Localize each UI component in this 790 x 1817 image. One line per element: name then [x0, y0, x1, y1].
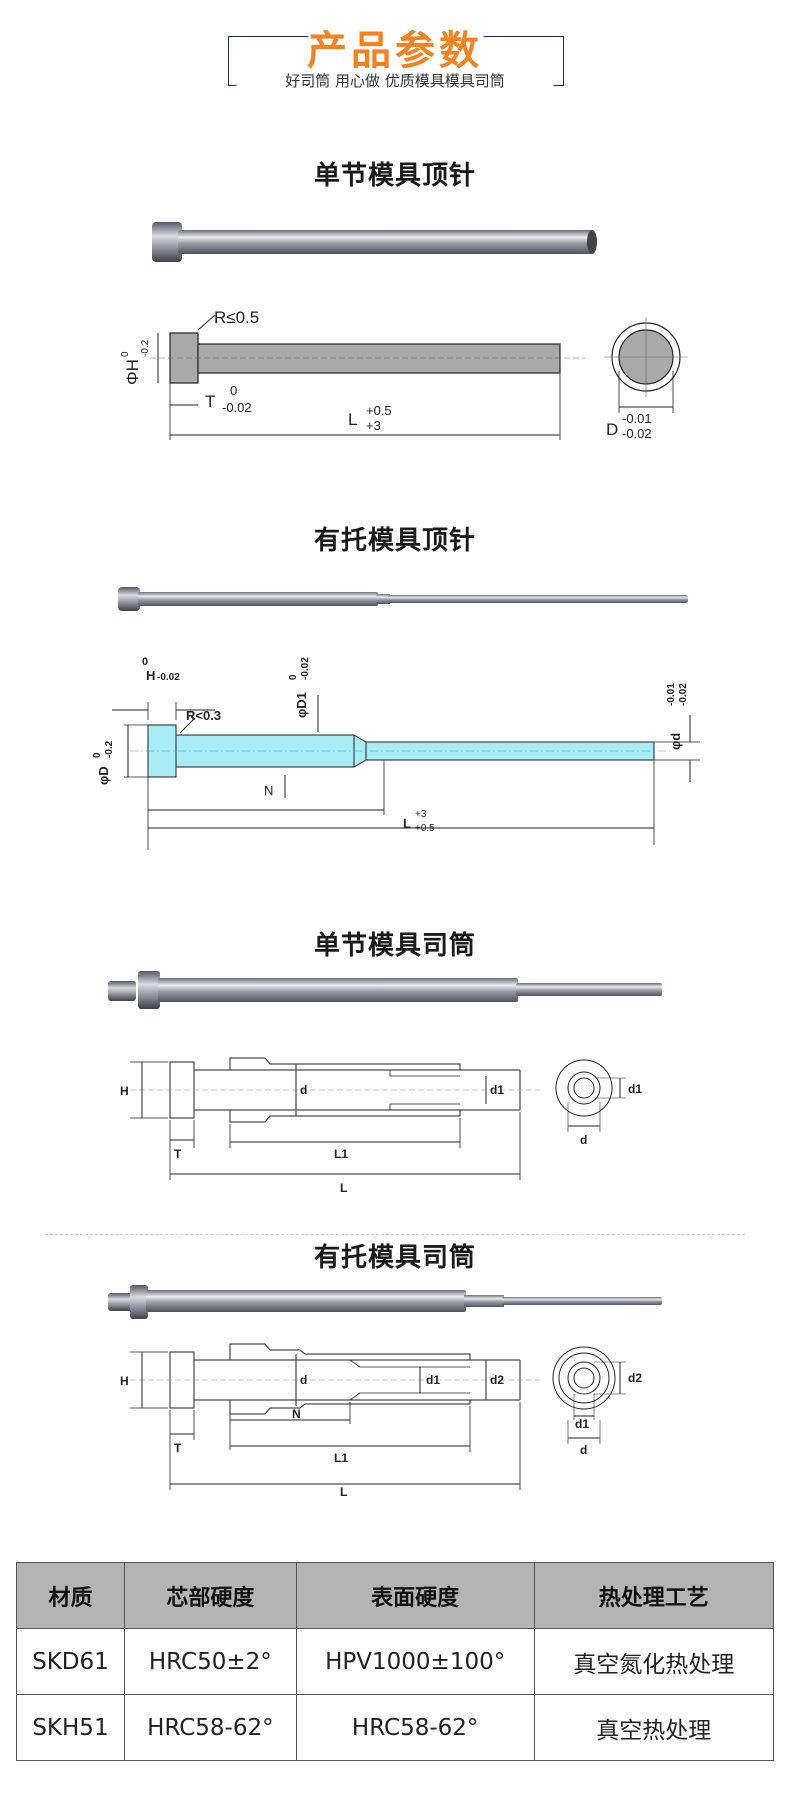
svg-text:φd: φd: [668, 733, 683, 750]
table-row: SKH51 HRC58-62° HRC58-62° 真空热处理: [16, 1694, 775, 1761]
single-ejector-pin-photo: [152, 222, 597, 262]
section-title-single-ejector-pin: 单节模具顶针: [313, 161, 476, 191]
stepped-sleeve-photo: [108, 1285, 662, 1319]
svg-text:N: N: [264, 783, 273, 798]
svg-text:H: H: [120, 1084, 129, 1098]
svg-text:0: 0: [288, 674, 299, 680]
svg-text:φD: φD: [96, 766, 111, 785]
svg-text:-0.01: -0.01: [666, 683, 677, 706]
svg-text:+0.5: +0.5: [415, 823, 435, 834]
svg-text:-0.02: -0.02: [157, 672, 180, 683]
svg-text:ΦH: ΦH: [123, 359, 142, 385]
svg-text:L: L: [340, 1181, 347, 1195]
svg-text:-0.02: -0.02: [622, 426, 652, 441]
header-subtitle: 好司筒 用心做 优质模具模具司筒: [285, 72, 505, 90]
svg-text:-0.02: -0.02: [222, 400, 252, 415]
svg-text:-0.2: -0.2: [104, 740, 115, 758]
svg-text:-0.01: -0.01: [622, 411, 652, 426]
svg-text:R<0.3: R<0.3: [186, 708, 221, 723]
page-header: 产品参数 好司筒 用心做 优质模具模具司筒: [0, 0, 790, 110]
svg-text:+3: +3: [415, 809, 427, 820]
svg-text:d: d: [580, 1443, 587, 1457]
svg-text:0: 0: [92, 752, 103, 758]
svg-text:L: L: [340, 1485, 347, 1499]
table-cell: HPV1000±100°: [295, 1628, 535, 1695]
svg-text:0: 0: [230, 383, 237, 398]
table-cell: 真空氮化热处理: [533, 1628, 775, 1695]
svg-text:0: 0: [142, 656, 148, 668]
material-spec-table: 材质 芯部硬度 表面硬度 热处理工艺 SKD61 HRC50±2° HPV100…: [16, 1562, 775, 1761]
table-header-core-hardness: 芯部硬度: [123, 1562, 297, 1629]
svg-text:-0.2: -0.2: [140, 339, 151, 357]
svg-text:d: d: [580, 1133, 587, 1147]
svg-text:d1: d1: [426, 1373, 440, 1387]
single-sleeve-drawing: H d d1 T L1 L d1 d: [120, 1057, 642, 1195]
single-sleeve-photo: [108, 971, 662, 1009]
table-cell: HRC50±2°: [123, 1628, 297, 1695]
stepped-ejector-pin-drawing: 0 H -0.02 R<0.3 φD1 0 -0.02 φD 0 -0.2 N …: [92, 656, 700, 850]
svg-text:T: T: [205, 392, 215, 411]
table-cell: SKD61: [16, 1628, 125, 1695]
table-header-row: 材质 芯部硬度 表面硬度 热处理工艺: [16, 1562, 775, 1629]
svg-text:d1: d1: [490, 1083, 504, 1097]
table-row: SKD61 HRC50±2° HPV1000±100° 真空氮化热处理: [16, 1628, 775, 1695]
section-title-stepped-ejector-pin: 有托模具顶针: [313, 526, 476, 556]
svg-text:D: D: [606, 420, 618, 439]
svg-text:-0.02: -0.02: [678, 683, 689, 706]
section-divider: [45, 1234, 745, 1235]
svg-text:T: T: [174, 1147, 182, 1161]
svg-text:L1: L1: [334, 1147, 348, 1161]
table-header-heat-treatment: 热处理工艺: [533, 1562, 775, 1629]
svg-text:d2: d2: [490, 1373, 504, 1387]
svg-text:N: N: [292, 1407, 301, 1421]
single-ejector-pin-drawing: R≤0.5 ΦH 0 -0.2 T 0 -0.02 L +0.5 +3 D -0…: [120, 308, 688, 441]
svg-text:H: H: [146, 668, 155, 683]
svg-text:+3: +3: [366, 418, 381, 433]
table-cell: 真空热处理: [533, 1694, 775, 1761]
stepped-ejector-pin-photo: [118, 587, 688, 611]
header-title: 产品参数: [307, 28, 483, 74]
section-title-single-sleeve: 单节模具司筒: [313, 931, 476, 961]
svg-text:L1: L1: [334, 1451, 348, 1465]
table-cell: HRC58-62°: [295, 1694, 535, 1761]
table-cell: SKH51: [16, 1694, 125, 1761]
svg-text:φD1: φD1: [294, 692, 309, 718]
svg-text:L: L: [403, 816, 411, 831]
svg-text:T: T: [174, 1441, 182, 1455]
svg-text:d: d: [300, 1083, 307, 1097]
svg-text:d2: d2: [628, 1371, 642, 1385]
svg-text:H: H: [120, 1374, 129, 1388]
svg-text:R≤0.5: R≤0.5: [214, 308, 259, 327]
svg-text:-0.02: -0.02: [300, 657, 311, 680]
table-header-surface-hardness: 表面硬度: [295, 1562, 535, 1629]
svg-text:L: L: [348, 410, 357, 429]
table-cell: HRC58-62°: [123, 1694, 297, 1761]
svg-text:0: 0: [120, 351, 131, 357]
svg-text:d1: d1: [575, 1417, 589, 1431]
table-header-material: 材质: [16, 1562, 125, 1629]
stepped-sleeve-drawing: H d d1 d2 N T L1 L d2 d1 d: [120, 1343, 642, 1499]
section-title-stepped-sleeve: 有托模具司筒: [313, 1243, 476, 1273]
svg-text:d: d: [300, 1373, 307, 1387]
svg-text:+0.5: +0.5: [366, 403, 392, 418]
svg-text:d1: d1: [628, 1082, 642, 1096]
